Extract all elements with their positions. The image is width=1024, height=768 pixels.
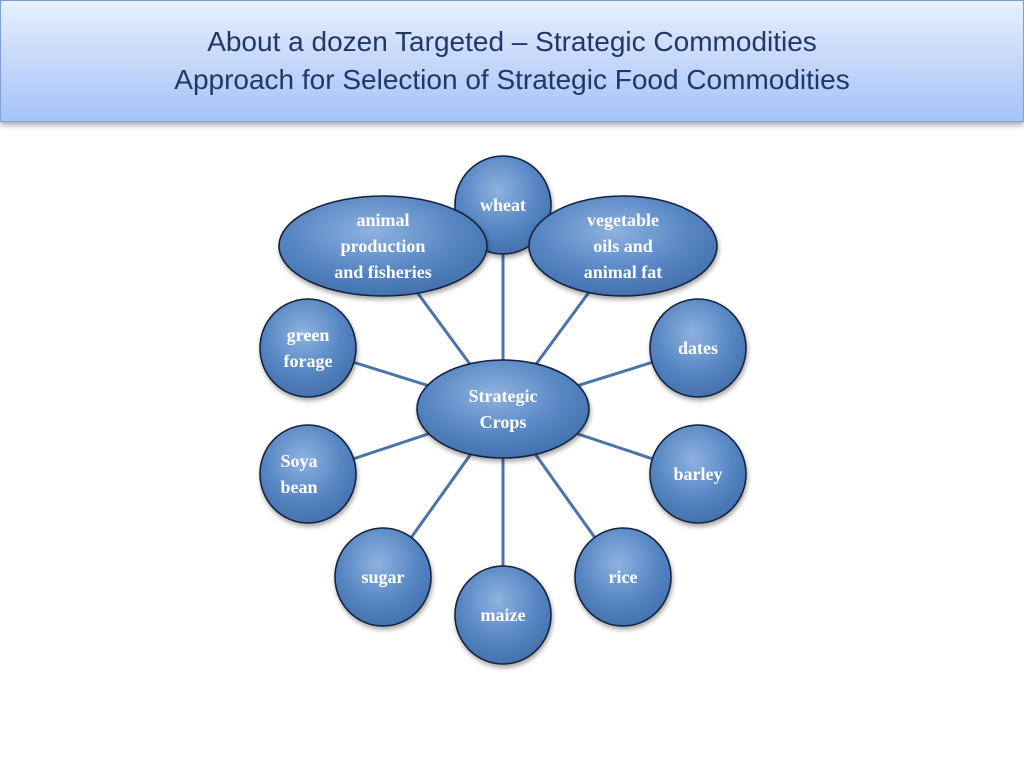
node-sugar: sugar (334, 527, 432, 627)
node-soya-bean: Soya bean (259, 424, 357, 524)
node-green-forage: green forage (259, 298, 357, 398)
node-green-forage-label: forage (284, 351, 333, 371)
center-node-strategic-crops-label: Crops (480, 412, 527, 432)
title-line-2: Approach for Selection of Strategic Food… (174, 64, 850, 95)
node-wheat-label: wheat (480, 195, 526, 215)
node-barley-shape (649, 424, 747, 524)
node-dates-label: dates (678, 338, 718, 358)
center-node-strategic-crops-label: Strategic (469, 386, 538, 406)
node-vegetable-oils-label: vegetable (587, 210, 659, 230)
node-soya-bean-label: bean (280, 477, 317, 497)
node-soya-bean-label: Soya (280, 451, 317, 471)
title-banner: About a dozen Targeted – Strategic Commo… (0, 0, 1024, 122)
node-dates: dates (649, 298, 747, 398)
node-animal-production-label: production (341, 236, 426, 256)
node-sugar-shape (334, 527, 432, 627)
node-rice: rice (574, 527, 672, 627)
node-group: wheat vegetable oils and animal fat dates bar… (259, 155, 747, 665)
node-animal-production-shape (278, 195, 488, 297)
node-rice-label: rice (609, 567, 638, 587)
node-maize-label: maize (481, 605, 526, 625)
node-maize: maize (454, 565, 552, 665)
node-sugar-label: sugar (361, 567, 404, 587)
node-vegetable-oils-label: animal fat (584, 262, 663, 282)
node-rice-shape (574, 527, 672, 627)
node-green-forage-label: green (287, 325, 330, 345)
node-maize-shape (454, 565, 552, 665)
node-animal-production: animal production and fisheries (278, 195, 488, 297)
node-soya-bean-shape (259, 424, 357, 524)
node-animal-production-label: animal (356, 210, 409, 230)
center-node-strategic-crops-shape (416, 359, 590, 459)
node-barley: barley (649, 424, 747, 524)
node-barley-label: barley (674, 464, 723, 484)
node-vegetable-oils: vegetable oils and animal fat (528, 195, 718, 297)
title-line-1: About a dozen Targeted – Strategic Commo… (207, 26, 817, 57)
node-vegetable-oils-shape (528, 195, 718, 297)
node-vegetable-oils-label: oils and (593, 236, 653, 256)
node-green-forage-shape (259, 298, 357, 398)
node-animal-production-label: and fisheries (334, 262, 432, 282)
node-dates-shape (649, 298, 747, 398)
